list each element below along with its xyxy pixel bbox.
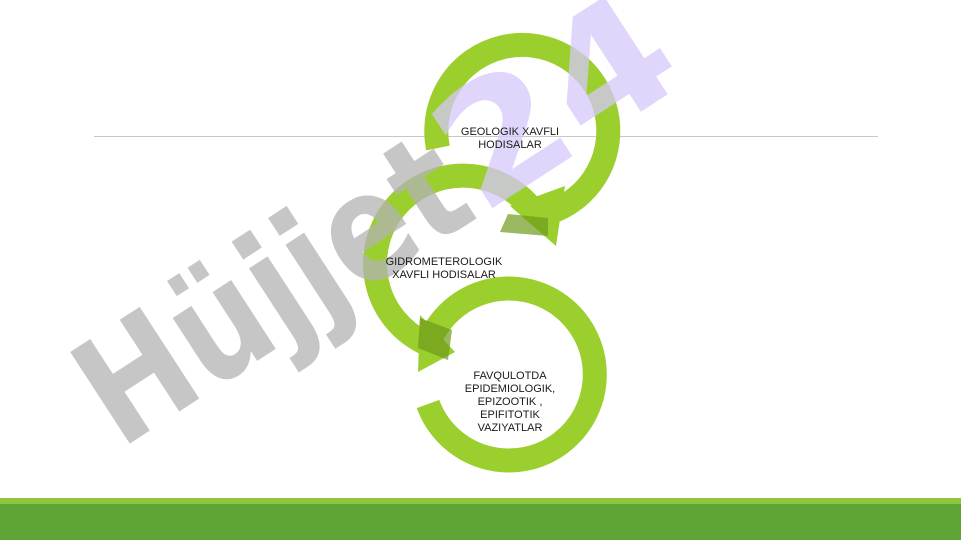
- step-1-label: GEOLOGIK XAVFLI HODISALAR: [460, 126, 560, 151]
- arrow-overlap-shadow-2: [418, 318, 452, 360]
- watermark: Hüjjet 24: [45, 0, 711, 480]
- step-2-label: GIDROMETEROLOGIK XAVFLI HODISALAR: [385, 256, 503, 281]
- title-divider-line: [94, 136, 878, 137]
- cycle-arrow-3: [416, 276, 607, 473]
- footer-band-dark: [0, 504, 961, 540]
- footer-band-light: [0, 498, 961, 504]
- arrow-overlap-shadow-1: [500, 214, 548, 236]
- step-3-label: FAVQULOTDA EPIDEMIOLOGIK, EPIZOOTIK , EP…: [464, 370, 556, 434]
